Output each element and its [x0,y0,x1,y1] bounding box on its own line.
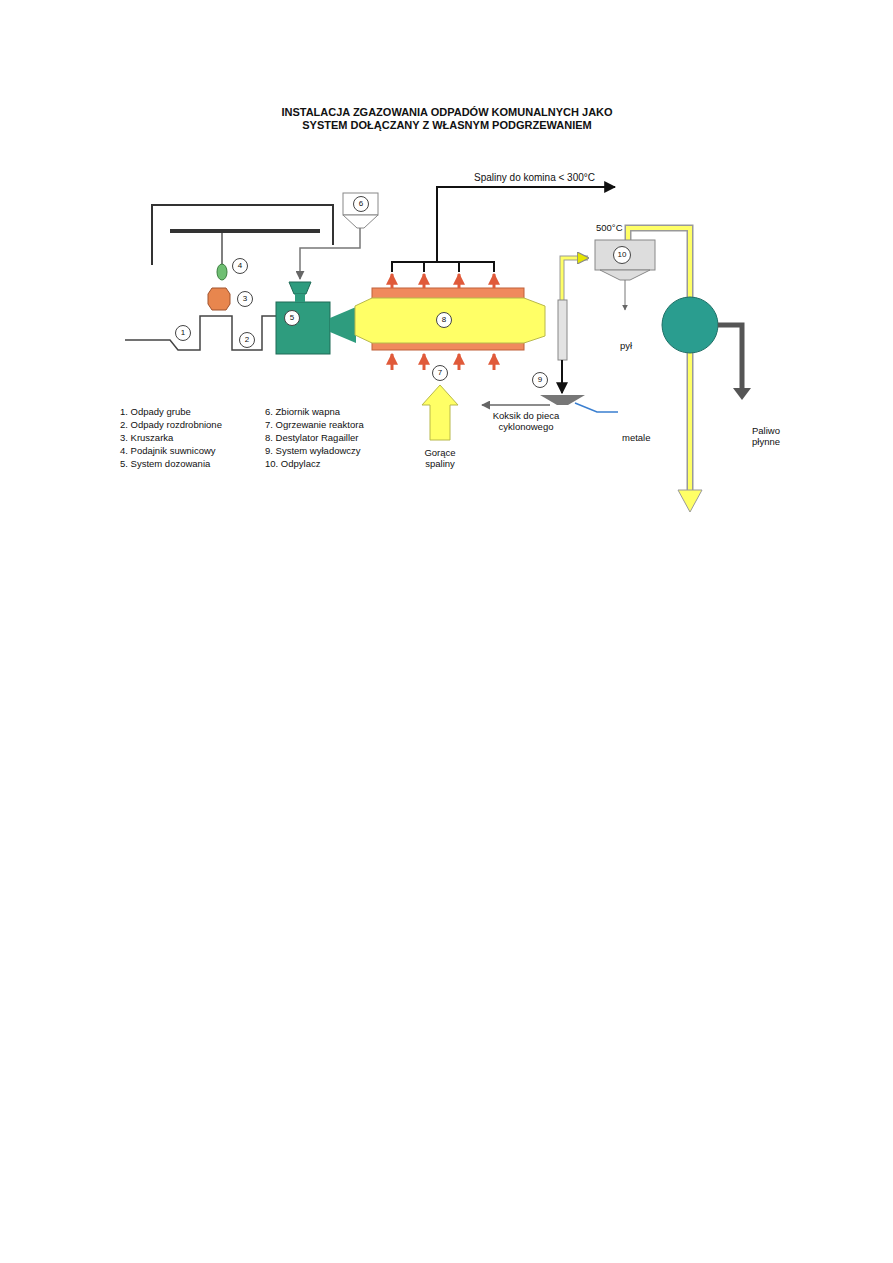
flue-line [437,187,615,262]
dosing-hopper [289,282,311,294]
metal-line [575,403,618,412]
callout-circle [433,366,448,381]
discharge-line [561,360,563,393]
callout-number: 4 [238,261,242,271]
dosing-system [276,302,330,354]
legend-item: 1. Odpady grube [120,406,191,417]
legend-item: 2. Odpady rozdrobnione [120,419,222,430]
callout-number: 1 [181,328,185,338]
condenser [662,297,718,353]
hopper-neck [295,294,305,302]
legend-item: 7. Ogrzewanie reaktora [265,419,364,430]
output-label: pył [620,340,632,351]
callout-number: 5 [290,313,294,323]
callout-circle [176,326,191,341]
callout-number: 8 [442,315,446,325]
lime-feed-line [300,228,360,279]
dust-collector-funnel [600,270,650,280]
legend-item: 4. Podajnik suwnicowy [120,445,216,456]
heat-arrows [392,274,494,370]
callout-circle [614,247,631,264]
callout-number: 3 [243,294,247,304]
reactor-drum [355,298,545,343]
gas-pipe [562,258,588,300]
vapour-arrow [678,490,702,512]
output-label: Koksik do pieca cyklonowego [480,410,572,433]
callout-circle [240,333,255,348]
crane-feeder [217,264,227,280]
legend-item: 3. Kruszarka [120,432,173,443]
fuel-line [718,325,742,390]
legend-item: 8. Destylator Ragailler [265,432,358,443]
lime-tank [343,193,378,215]
callout-circle [354,197,369,212]
callout-circle [233,259,248,274]
flow-label: Gorące spaliny [415,447,465,470]
callout-circle [533,373,548,388]
callout-number: 9 [538,375,542,385]
feed-cone [330,307,356,343]
legend-item: 6. Zbiornik wapna [265,406,340,417]
lime-tank-funnel [343,215,378,228]
building-roof [152,205,333,265]
legend-item: 9. System wyładowczy [265,445,361,456]
legend-item: 5. System dozowania [120,458,210,469]
callout-number: 10 [618,250,627,260]
coke-line [482,404,550,406]
ground-profile [125,316,276,350]
callout-number: 6 [359,199,363,209]
discharge-hopper [540,395,585,405]
temperature-label: 500°C [596,222,623,233]
gas-pipe-edge [562,258,588,300]
crane-cable [221,233,223,265]
flow-label: Spaliny do komina < 300°C [474,172,595,184]
dust-collector [595,240,655,270]
crusher [208,288,230,310]
callout-circle [437,313,452,328]
callout-number: 2 [245,335,249,345]
fuel-arrow [733,388,751,400]
callout-circle [285,311,300,326]
output-label: Paliwo płynne [752,425,800,448]
dust-line [625,280,626,310]
discharge-column [558,300,567,360]
callout-number: 7 [438,368,442,378]
callout-circle [238,292,253,307]
flue-manifold [392,262,494,272]
crane-rail [170,229,320,233]
output-label: metale [622,432,651,443]
diagram-title: INSTALACJA ZGAZOWANIA ODPADÓW KOMUNALNYC… [262,106,632,132]
legend-item: 10. Odpylacz [265,458,320,469]
hot-gas-arrow [422,385,458,440]
